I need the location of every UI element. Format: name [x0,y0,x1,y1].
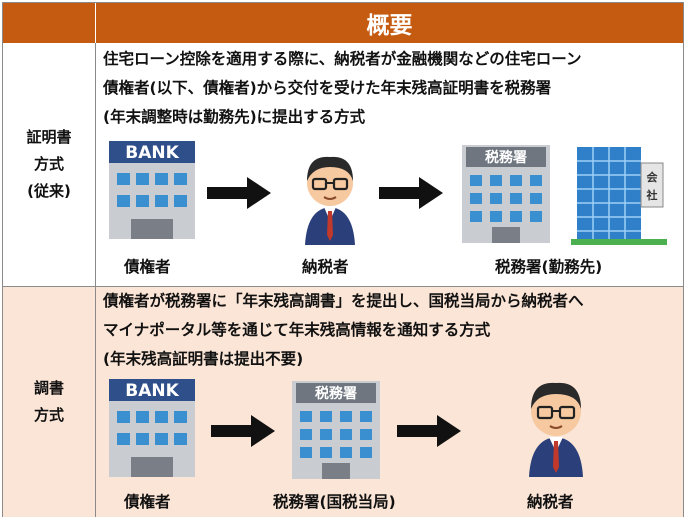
taxpayer-illustration [529,382,583,477]
row1-desc-line: 債権者(以下、債権者)から交付を受けた年末残高証明書を税務署 [103,79,552,97]
caption-creditor: 債権者 [124,493,171,511]
caption-creditor: 債権者 [124,258,171,276]
row1-label-line: 証明書 [26,128,72,146]
row2-desc-line: (年末残高証明書は提出不要) [103,350,304,368]
row2-description: 債権者が税務署に「年末残高調書」を提出し、国税当局から納税者へ マイナポータル等… [103,287,584,374]
row-report-method: 調書 方式 債権者が税務署に「年末残高調書」を提出し、国税当局から納税者へ マイ… [3,286,683,517]
taxoffice-sign: 税務署 [485,149,527,166]
bank-illustration: BANK [109,141,195,239]
caption-taxoffice: 税務署(国税当局) [273,493,396,511]
caption-taxpayer: 納税者 [527,493,574,511]
bank-sign: BANK [125,381,179,401]
arrow-right-icon [211,415,275,447]
company-building-illustration: 会 社 [571,147,667,245]
bank-sign: BANK [125,143,179,163]
row2-label-line: 調書 [33,379,64,397]
row2-desc-line: 債権者が税務署に「年末残高調書」を提出し、国税当局から納税者へ [103,292,584,310]
row2-label-line: 方式 [33,406,64,424]
taxoffice-sign: 税務署 [315,385,357,402]
row1-desc-line: (年末調整時は勤務先)に提出する方式 [103,108,366,126]
row-certificate-method: 証明書 方式 (従来) 住宅ローン控除を適用する際に、納税者が金融機関などの住宅… [3,43,683,286]
row1-label-line: (従来) [27,182,71,200]
row-label-certificate: 証明書 方式 (従来) [3,43,96,286]
company-sign-char: 会 [647,170,659,184]
header-title: 概要 [96,3,683,43]
taxoffice-illustration: 税務署 [292,381,380,479]
header-blank-cell [3,3,96,43]
taxpayer-illustration [305,156,355,245]
taxoffice-illustration: 税務署 [462,145,550,243]
row1-description: 住宅ローン控除を適用する際に、納税者が金融機関などの住宅ローン 債権者(以下、債… [103,45,582,132]
row-label-report: 調書 方式 [3,287,96,517]
arrow-right-icon [397,415,461,447]
company-sign-char: 社 [646,188,658,202]
arrow-right-icon [379,177,443,209]
caption-taxpayer: 納税者 [302,258,349,276]
row1-label-line: 方式 [33,155,64,173]
row2-desc-line: マイナポータル等を通じて年末残高情報を通知する方式 [103,321,491,339]
bank-illustration: BANK [109,379,195,477]
caption-taxoffice: 税務署(勤務先) [495,258,603,276]
arrow-right-icon [207,177,271,209]
row1-desc-line: 住宅ローン控除を適用する際に、納税者が金融機関などの住宅ローン [103,50,582,68]
